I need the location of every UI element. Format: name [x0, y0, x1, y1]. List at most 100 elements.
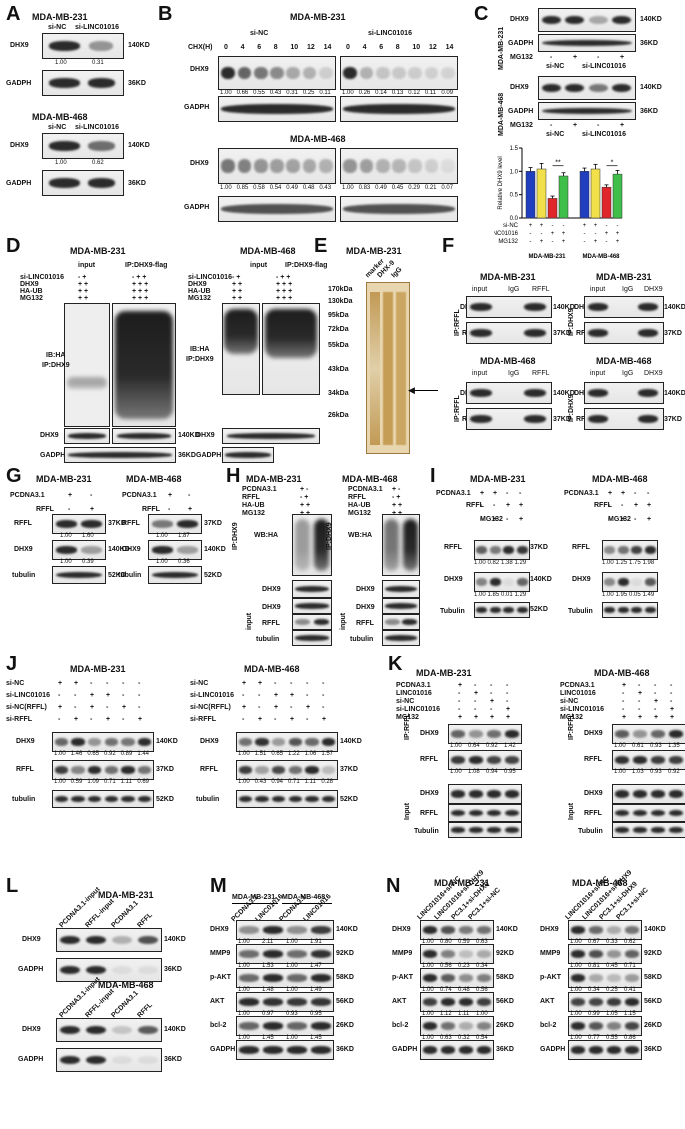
condition-row: si-LINC01016: [190, 692, 234, 699]
band: [476, 578, 488, 586]
sign: -: [168, 506, 171, 513]
signs: - +: [78, 274, 87, 281]
blot: [612, 804, 685, 822]
sign: -: [322, 680, 325, 687]
quant: 0.32: [458, 1035, 470, 1041]
panel-m-label: M: [210, 875, 227, 897]
condition-row: si-NC: [190, 680, 209, 687]
blot: [382, 514, 420, 576]
kd: 52KD: [204, 572, 222, 579]
band: [88, 766, 102, 774]
sign: -: [290, 704, 293, 711]
condition-row: si-LINC01016: [20, 274, 64, 281]
blot: [584, 408, 664, 430]
sign: +: [621, 490, 626, 497]
condition-row: HA-UB: [20, 288, 43, 295]
band: [476, 1046, 492, 1054]
band: [287, 974, 307, 982]
sign: +: [647, 502, 652, 509]
band: [458, 998, 474, 1006]
condition-sign: +: [616, 231, 620, 237]
row: DHX9: [262, 586, 281, 593]
quant: 1.00: [238, 963, 250, 969]
time-point: 8: [273, 44, 278, 51]
band: [617, 607, 629, 613]
band: [238, 738, 252, 746]
band: [458, 974, 474, 982]
band: [263, 950, 283, 958]
panel-i-cell1: MDA-MB-231: [470, 474, 526, 484]
group-label: MDA-MB-468: [582, 254, 620, 260]
row-label: DHX9: [14, 546, 33, 553]
band: [516, 607, 528, 613]
condition-sign: +: [540, 223, 544, 229]
row-label: RFFL: [200, 766, 218, 773]
signs: - +: [300, 494, 309, 501]
kd: 140KD: [340, 738, 362, 745]
panel-c-dhx9: DHX9: [510, 84, 529, 91]
condition-sign: +: [594, 223, 598, 229]
sign: -: [106, 704, 109, 711]
blot: [382, 614, 420, 630]
quant: 1.49: [310, 987, 322, 993]
col: IgG: [622, 286, 634, 293]
row-label: RFFL: [14, 520, 32, 527]
quant: 1.00: [614, 769, 626, 775]
quant: 1.11: [458, 1011, 470, 1017]
blot: [56, 1018, 162, 1042]
quant: 0.93: [286, 1011, 298, 1017]
band: [111, 1055, 133, 1065]
blot: [148, 566, 202, 584]
band: [85, 965, 107, 975]
band: [54, 766, 68, 774]
quant: 1.46: [70, 751, 83, 757]
band: [476, 546, 488, 554]
sign: +: [519, 502, 524, 509]
band: [604, 578, 616, 586]
blot: [56, 928, 162, 952]
band: [650, 790, 666, 798]
band: [239, 926, 259, 934]
kd: 26KD: [496, 1022, 514, 1029]
quant: 1.00: [570, 939, 582, 945]
panel-a-lane2: si-LINC01016: [75, 24, 119, 31]
blot: [448, 724, 522, 744]
blot: [236, 1040, 334, 1060]
band: [624, 1046, 640, 1054]
row-label: RFFL: [572, 544, 590, 551]
panel-l-cell1: MDA-MB-231: [98, 890, 154, 900]
quant: 1.42: [504, 743, 516, 749]
quant: 0.94: [486, 769, 498, 775]
band: [668, 809, 684, 817]
sign: -: [519, 490, 522, 497]
sign: +: [74, 680, 79, 687]
condition-row: si-LINC01016: [6, 692, 50, 699]
quant: 1.00: [474, 560, 486, 566]
band: [570, 1046, 586, 1054]
quant: 0.56: [440, 963, 452, 969]
col: DHX9: [644, 370, 663, 377]
quant: 0.89: [120, 751, 133, 757]
panel-l-cell2: MDA-MB-468: [98, 980, 154, 990]
panel-c-cell1: MDA-MB-231: [498, 26, 505, 70]
quant: 1.00: [342, 90, 354, 96]
sign: -: [242, 716, 245, 723]
panel-b-cell2: MDA-MB-468: [290, 134, 346, 144]
silver-stain-gel: [366, 282, 410, 454]
condition-row: MG132: [242, 510, 265, 517]
panel-h-ipdhx9: IP:DHX9: [232, 522, 239, 550]
quant: 1.00: [570, 1011, 582, 1017]
band: [570, 974, 586, 982]
sign: -: [490, 682, 493, 689]
blot: [236, 968, 334, 988]
band: [606, 950, 622, 958]
band: [272, 766, 286, 774]
condition-row: si-NC(RFFL): [190, 704, 231, 711]
quant: 0.64: [468, 743, 480, 749]
panel-g-pc: PCDNA3.1: [122, 492, 157, 499]
sign: -: [274, 680, 277, 687]
panel-c-mg132: MG132: [510, 122, 533, 129]
panel-d-dhx9: DHX9: [196, 432, 215, 439]
band: [504, 790, 520, 798]
row: DHX9: [356, 586, 375, 593]
